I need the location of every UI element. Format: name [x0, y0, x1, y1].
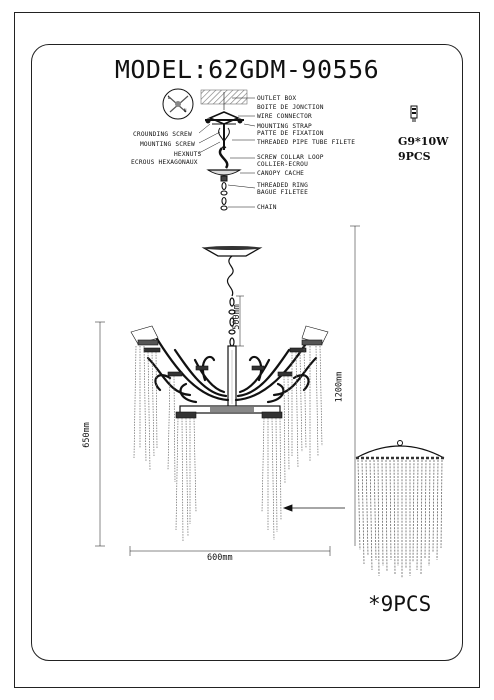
label-screw-collar: SCREW COLLAR LOOP: [257, 154, 324, 161]
quantity-note: *9PCS: [368, 592, 432, 616]
wire-connection-inset: L N: [162, 88, 194, 120]
label-grounding-screw: CROUNDING SCREW: [133, 131, 192, 138]
mounting-strap: [205, 111, 244, 125]
height-dimension-line: [350, 225, 360, 546]
crystal-detail-cap: [355, 440, 445, 460]
label-threaded-ring: THREADED RING: [257, 182, 309, 189]
bulb-type: G9*10W: [398, 135, 449, 148]
label-mounting-screw: MOUNTING SCREW: [140, 141, 195, 148]
leader-lines-right: [227, 97, 256, 208]
dim-width: 600mm: [207, 553, 233, 563]
body-height-dimension-line: [95, 321, 105, 547]
main-chain: [226, 255, 236, 347]
detail-chain: [220, 181, 228, 211]
chain-dimension-line: [236, 295, 244, 347]
crystal-strands-main: [133, 345, 323, 543]
label-mounting-strap: MOUNTING STRAP: [257, 123, 312, 130]
center-column: [227, 345, 237, 409]
model-title: MODEL:62GDM-90556: [114, 55, 380, 84]
arms-left: [146, 332, 230, 404]
label-collier: COLLIER-ECROU: [257, 161, 309, 168]
label-patte-fixation: PATTE DE FIXATION: [257, 130, 324, 137]
label-hexnuts: HEXNUTS: [174, 151, 202, 158]
label-ecrous: ECROUS HEXAGONAUX: [131, 159, 198, 166]
drawing-frame: [31, 44, 463, 661]
label-boite-jonction: BOITE DE JONCTION: [257, 104, 324, 111]
crystal-strands-detail: [357, 459, 443, 578]
width-dimension-line: [129, 546, 331, 556]
detail-pointer-arrow: [282, 504, 345, 512]
screw-collar-loop: [218, 147, 229, 169]
label-bague: BAGUE FILETEE: [257, 189, 309, 196]
svg-text:N: N: [184, 108, 187, 113]
label-canopy: CANOPY CACHE: [257, 170, 305, 177]
dim-total-height: 1200mm: [334, 371, 345, 403]
outlet-box: [200, 89, 248, 110]
label-chain: CHAIN: [257, 204, 277, 211]
label-wire-connector: WIRE CONNECTOR: [257, 113, 312, 120]
main-canopy: [201, 246, 263, 257]
drawing-sheet-border: [14, 12, 480, 688]
lamp-holders: [130, 325, 329, 419]
svg-text:L: L: [168, 95, 171, 100]
dim-chain-length: 500mm: [231, 304, 242, 330]
label-threaded-pipe: THREADED PIPE TUBE FILETE: [257, 139, 356, 146]
label-outlet-box: OUTLET BOX: [257, 95, 297, 102]
bulb-count: 9PCS: [398, 150, 431, 163]
threaded-pipe: [218, 124, 230, 150]
leader-lines-left: [198, 123, 221, 154]
g9-bulb-icon: [410, 105, 418, 122]
canopy: [206, 169, 242, 182]
dim-body-height: 650mm: [81, 422, 92, 448]
body-bar: [179, 405, 281, 414]
